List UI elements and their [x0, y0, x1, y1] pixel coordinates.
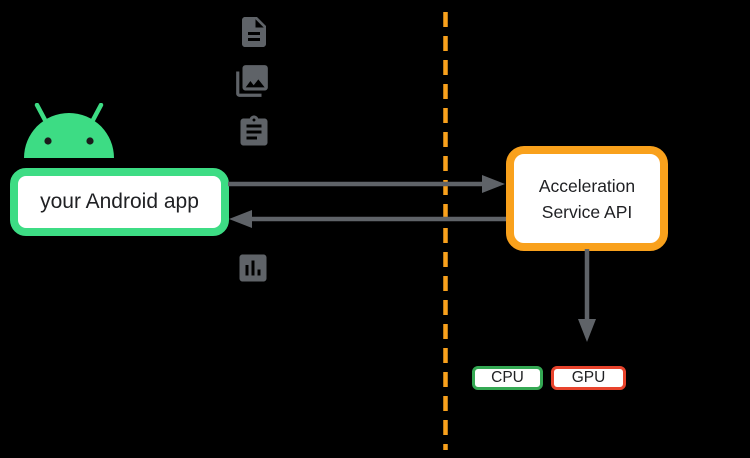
android-app-label: your Android app	[40, 190, 199, 213]
response-arrow	[229, 210, 507, 228]
delegate-arrow	[578, 249, 596, 342]
cpu-label: CPU	[491, 369, 524, 386]
document-icon	[236, 14, 272, 50]
photo-library-icon	[233, 62, 271, 100]
process-boundary-dashed-line	[443, 12, 448, 450]
cpu-chip: CPU	[472, 366, 543, 390]
android-app-node: your Android app	[10, 168, 229, 236]
gpu-label: GPU	[571, 369, 606, 386]
acceleration-service-label-line2: Service API	[541, 201, 633, 222]
gpu-chip: GPU	[551, 366, 626, 390]
acceleration-service-node: Acceleration Service API	[506, 146, 668, 251]
clipboard-icon	[236, 114, 272, 150]
request-arrow	[228, 175, 505, 193]
acceleration-service-label-line1: Acceleration	[538, 175, 636, 196]
android-robot-icon	[24, 103, 114, 158]
bar-chart-icon	[235, 250, 271, 286]
